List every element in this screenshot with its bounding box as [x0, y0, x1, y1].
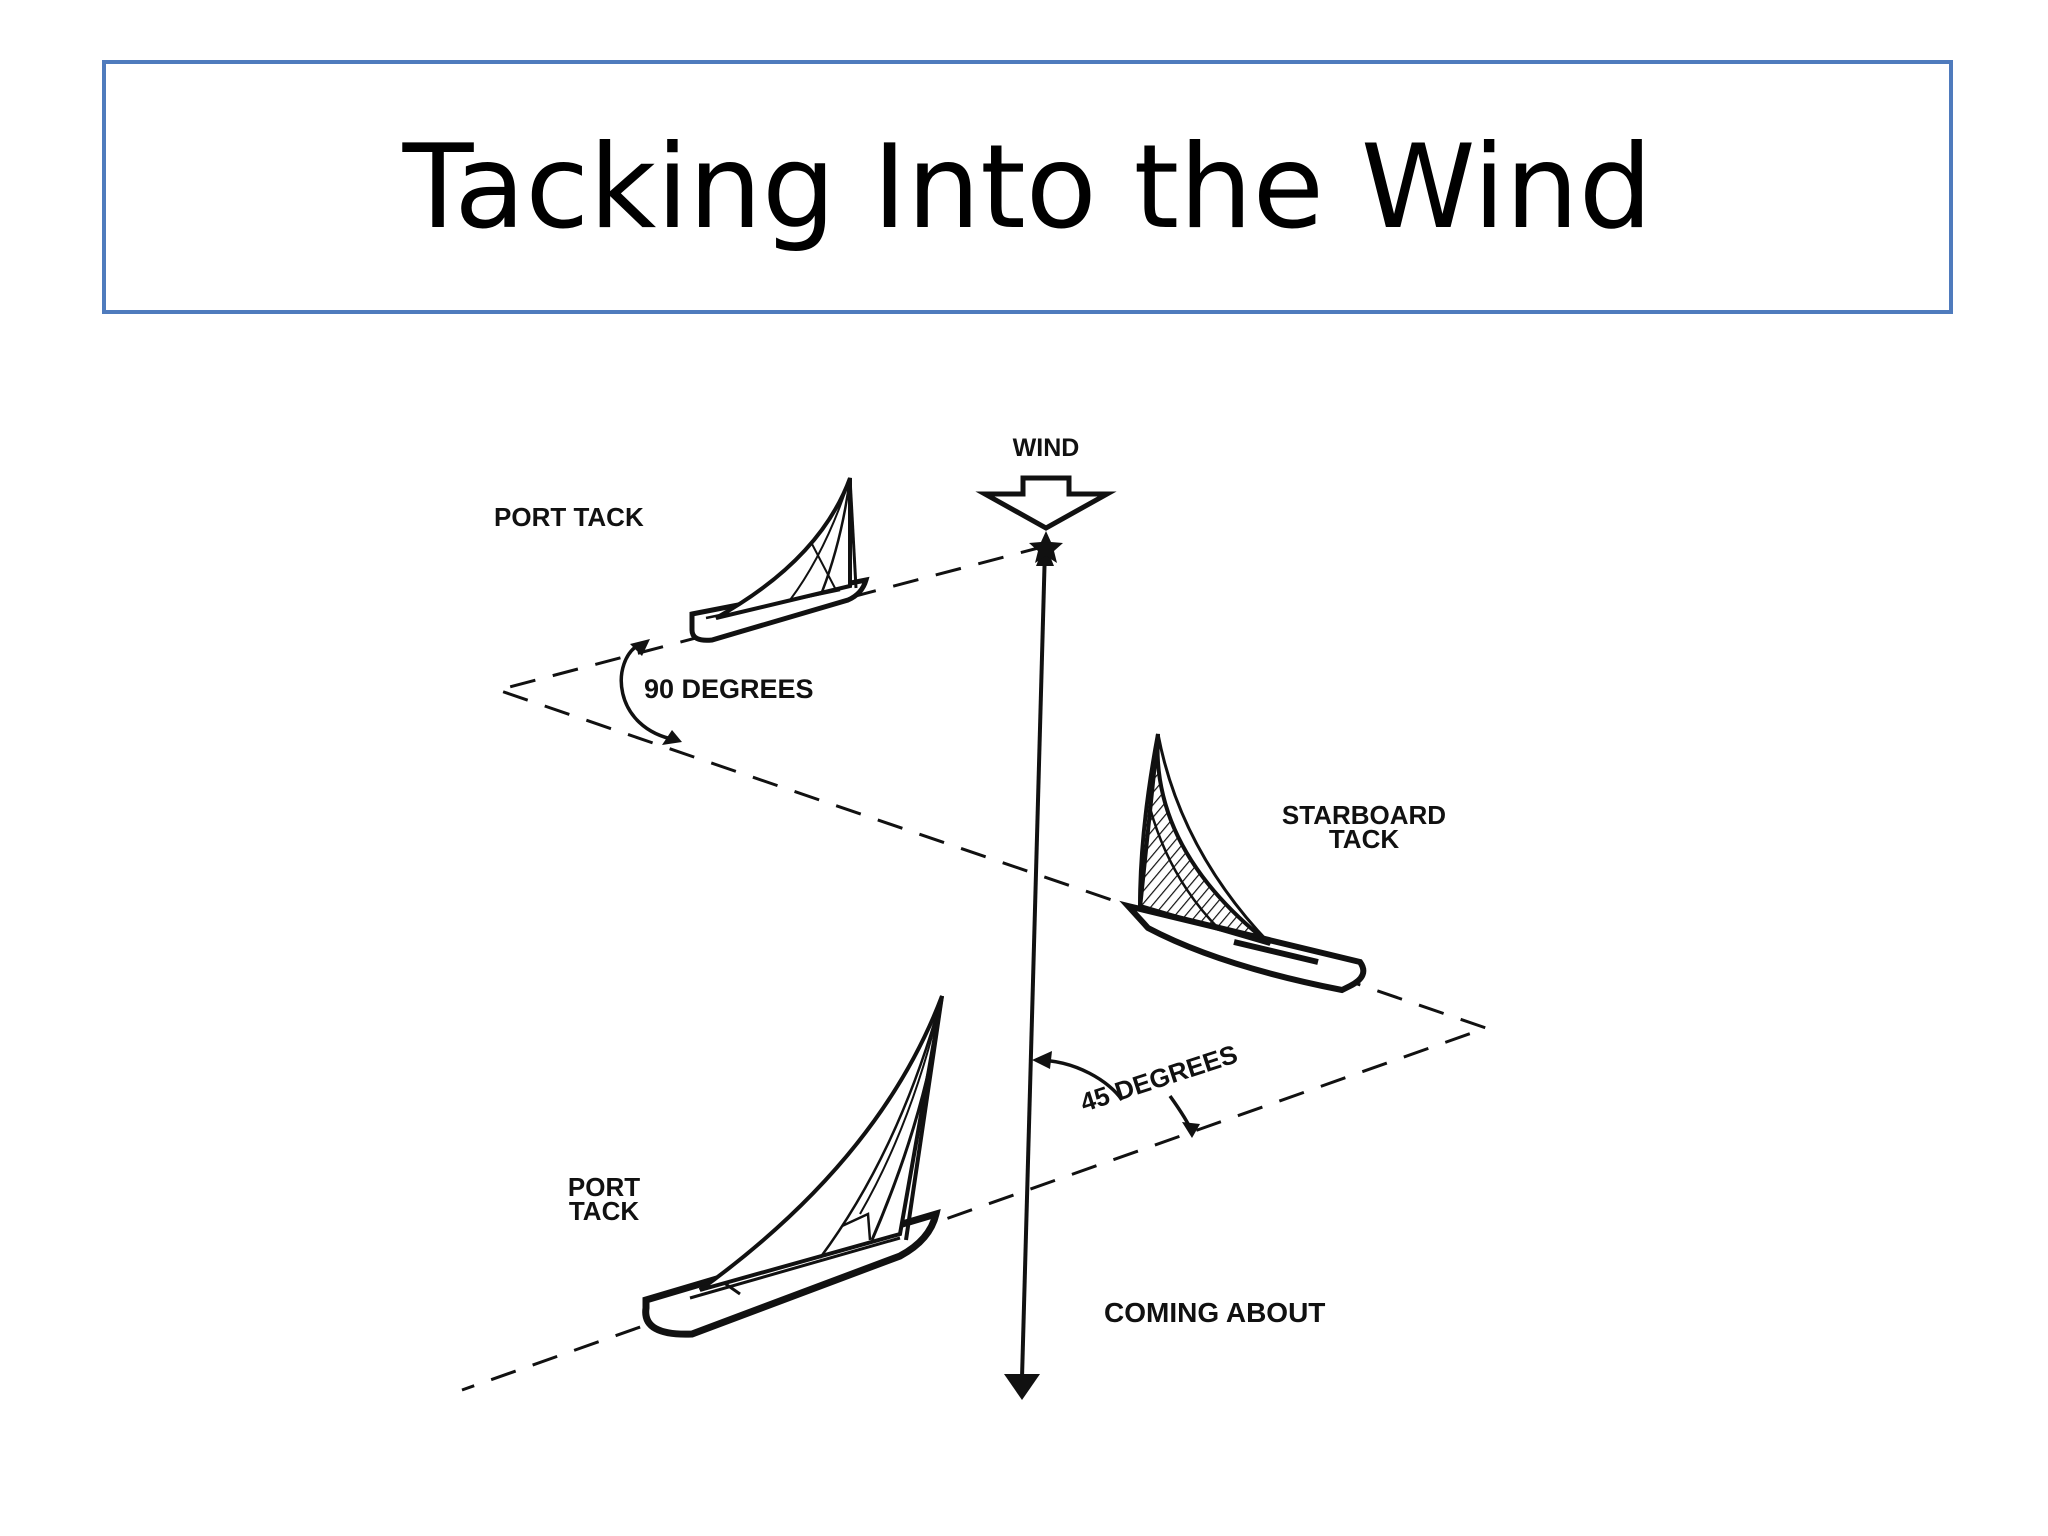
label-90-degrees: 90 DEGREES [644, 674, 814, 704]
boat-port-tack-lower [642, 995, 944, 1338]
slide-title: Tacking Into the Wind [402, 119, 1653, 255]
boat-port-tack-upper [689, 477, 870, 643]
ninety-degree-arc [619, 642, 677, 742]
label-port-line2: TACK [569, 1196, 640, 1226]
label-coming-about: COMING ABOUT [1104, 1297, 1325, 1328]
label-port-tack-top: PORT TACK [494, 502, 644, 532]
ninety-arc-arrowhead-top [630, 639, 650, 656]
wind-arrow-icon [975, 475, 1117, 531]
title-box: Tacking Into the Wind [102, 60, 1953, 314]
boat-starboard-tack [1119, 733, 1367, 994]
wind-axis-line [1020, 547, 1047, 1379]
label-port-line1: PORT [568, 1172, 640, 1202]
ninety-arc-arrowhead-bottom [662, 730, 682, 745]
label-wind: WIND [1013, 434, 1080, 462]
label-starboard-line2: TACK [1329, 824, 1400, 854]
forty-five-arc-arrowhead [1032, 1051, 1052, 1069]
forty-five-tick-arrowhead [1182, 1122, 1200, 1138]
star-icon [1029, 531, 1063, 563]
label-starboard-line1: STARBOARD [1282, 800, 1446, 830]
axis-bottom-arrowhead [1004, 1374, 1040, 1400]
